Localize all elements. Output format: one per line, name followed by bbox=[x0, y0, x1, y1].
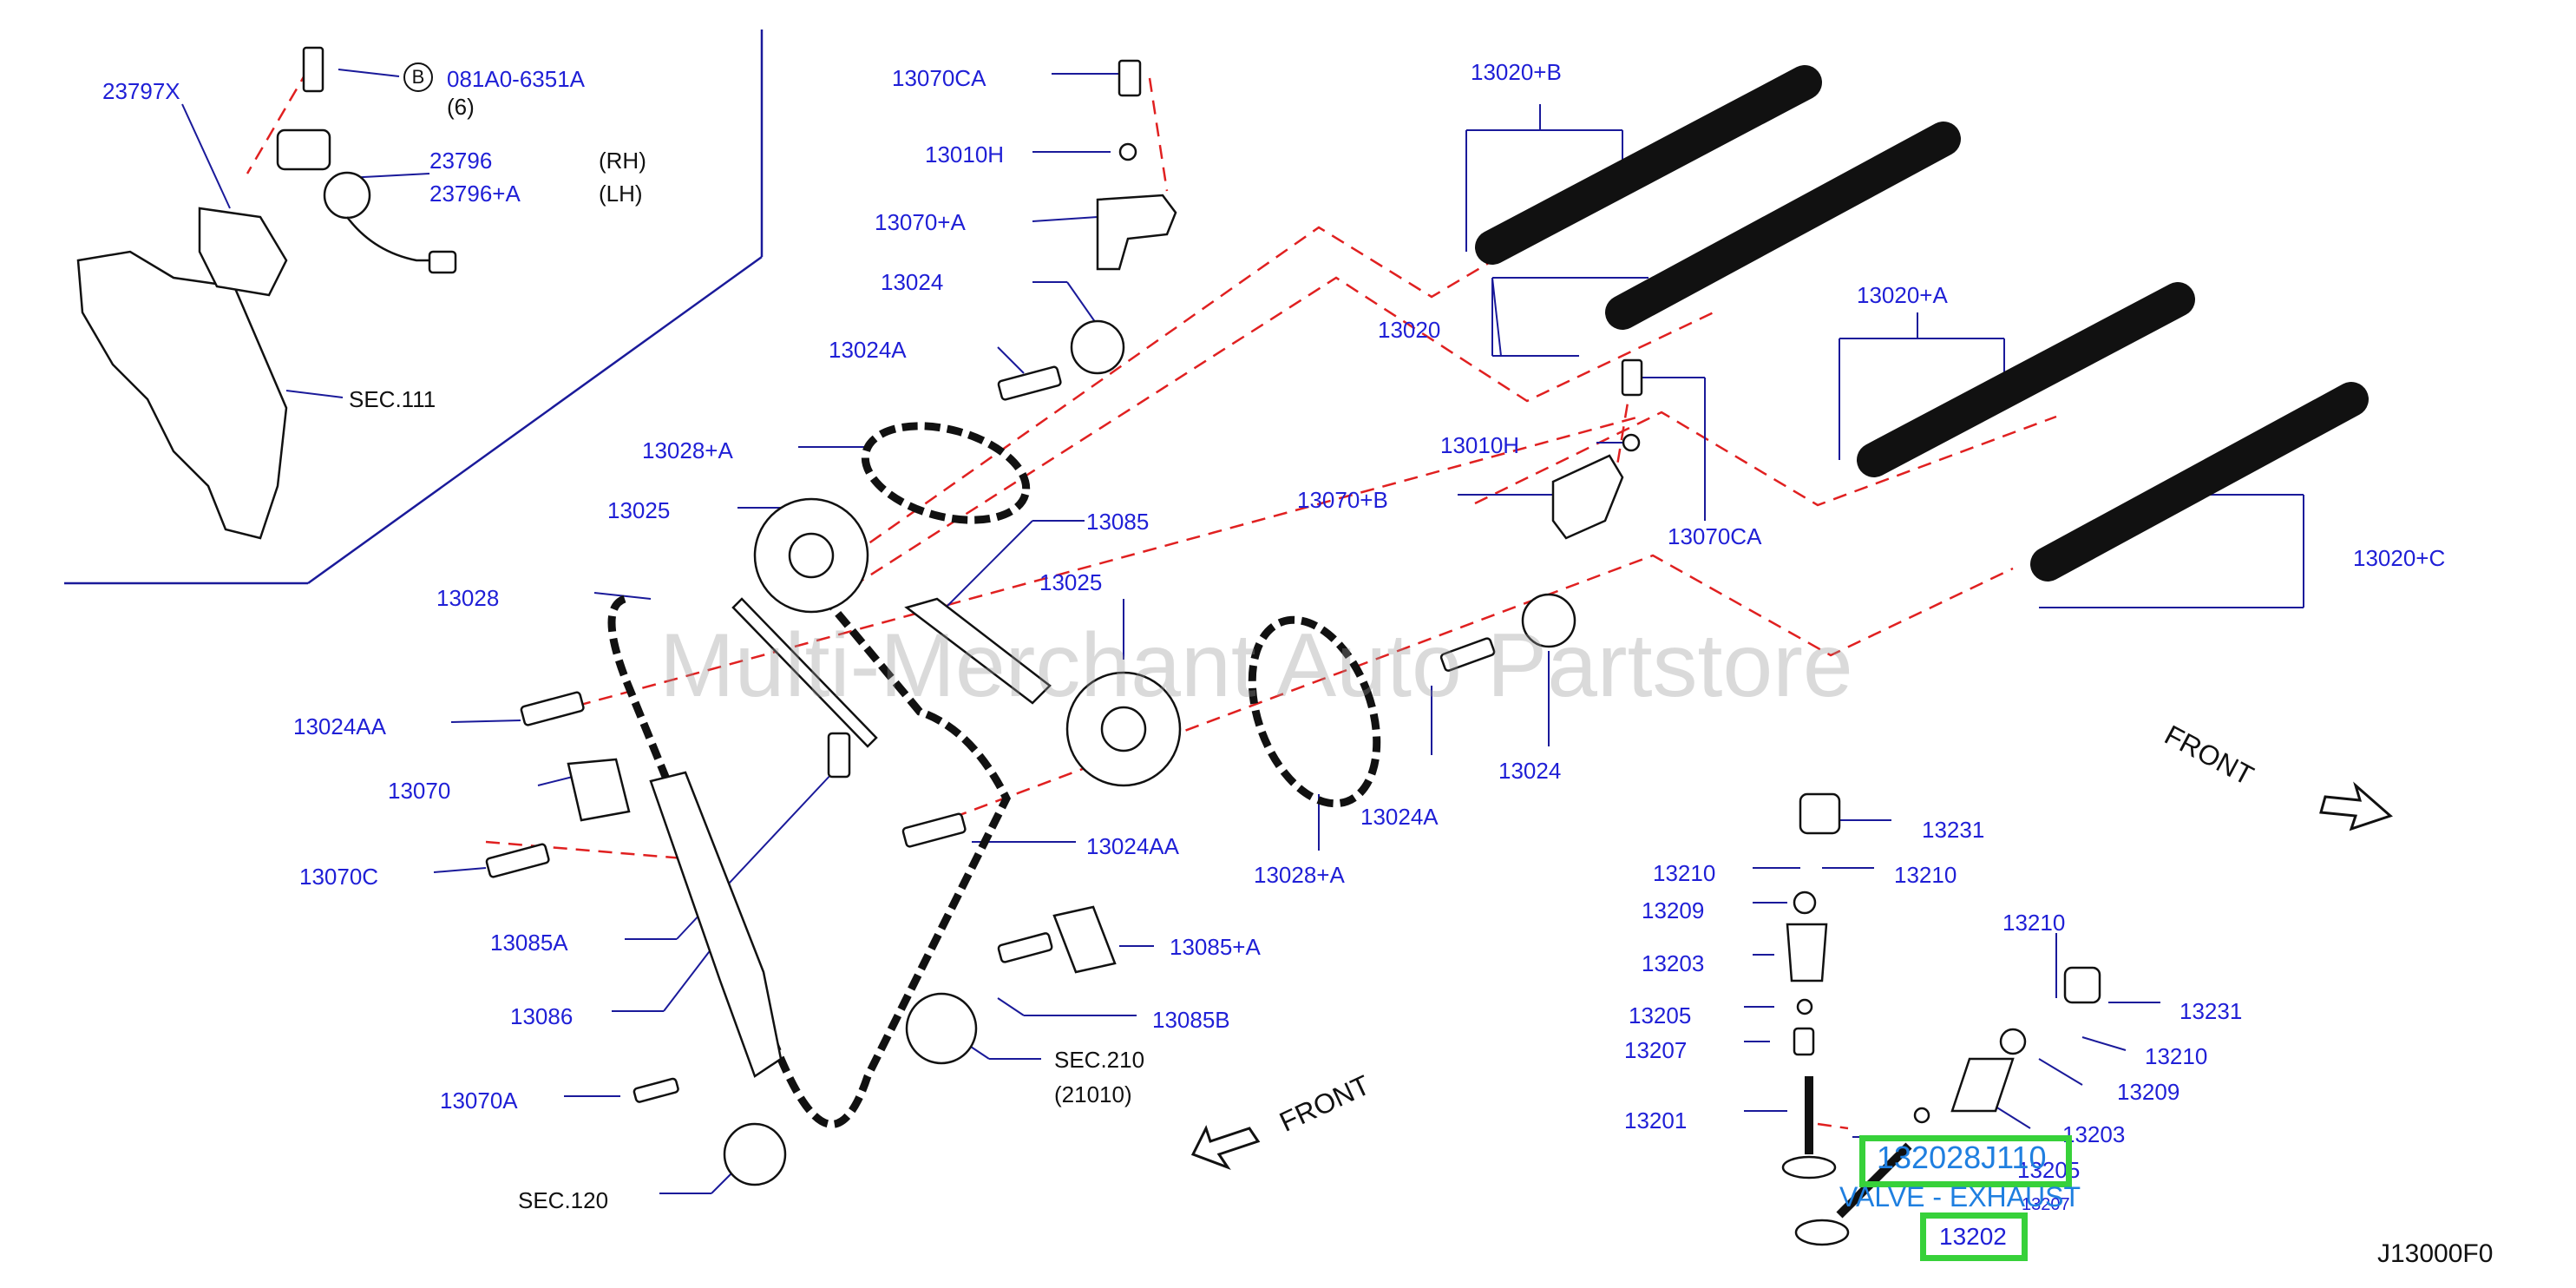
label-bolt-qty: (6) bbox=[447, 94, 475, 120]
label-lh: (LH) bbox=[599, 181, 643, 207]
label-sec120: SEC.120 bbox=[518, 1187, 609, 1213]
highlight-box-13202 bbox=[1920, 1212, 2028, 1261]
watermark: Multi-Merchant Auto Partstore bbox=[659, 615, 1853, 716]
label-13024-bot: 13024 bbox=[1498, 758, 1562, 784]
bolt-symbol-b: B bbox=[403, 62, 433, 92]
diagram-reference-code: J13000F0 bbox=[2377, 1239, 2494, 1268]
label-13085b: 13085B bbox=[1152, 1007, 1230, 1033]
label-23797x: 23797X bbox=[102, 78, 180, 104]
inset-frame bbox=[64, 30, 764, 585]
label-13210-left: 13210 bbox=[1653, 860, 1716, 886]
label-13070a: 13070A bbox=[440, 1088, 518, 1114]
label-13085a: 13085A bbox=[490, 930, 568, 956]
label-13202: 13202 bbox=[1939, 1223, 2007, 1250]
front-arrows bbox=[1190, 781, 2393, 1171]
label-sec210-sub: (21010) bbox=[1054, 1081, 1132, 1107]
label-13010h-top: 13010H bbox=[925, 141, 1005, 168]
label-13028: 13028 bbox=[436, 585, 500, 611]
label-13086: 13086 bbox=[510, 1003, 574, 1029]
label-13028a-bot: 13028+A bbox=[1254, 862, 1345, 888]
label-13024-top: 13024 bbox=[881, 269, 944, 295]
label-23796: 23796 bbox=[429, 148, 493, 174]
label-13028a-top: 13028+A bbox=[642, 437, 733, 463]
label-13010h-mid: 13010H bbox=[1440, 432, 1520, 458]
label-23796a: 23796+A bbox=[429, 181, 521, 207]
label-rh: (RH) bbox=[599, 148, 646, 174]
label-13024aa-left: 13024AA bbox=[293, 713, 386, 739]
label-13070ca-top: 13070CA bbox=[892, 65, 986, 91]
label-13231-bottom: 13231 bbox=[2179, 998, 2243, 1024]
label-13205: 13205 bbox=[1629, 1002, 1692, 1028]
label-13209-bottom: 13209 bbox=[2117, 1079, 2180, 1105]
part-drawings bbox=[76, 46, 2369, 1246]
label-13020: 13020 bbox=[1378, 317, 1441, 343]
highlight-part-desc: VALVE - EXHAUST bbox=[1839, 1181, 2081, 1212]
label-13207: 13207 bbox=[1624, 1037, 1688, 1063]
label-13085a-plus: 13085+A bbox=[1170, 934, 1261, 960]
label-13025-mid: 13025 bbox=[1039, 569, 1103, 595]
label-13231-top: 13231 bbox=[1922, 817, 1985, 843]
label-13024aa-mid: 13024AA bbox=[1086, 833, 1179, 859]
label-13020c: 13020+C bbox=[2353, 545, 2446, 571]
label-sec111: SEC.111 bbox=[349, 386, 436, 412]
label-13207-bottom: 13207 bbox=[2022, 1195, 2070, 1214]
label-13070b: 13070+B bbox=[1297, 487, 1388, 513]
label-sec210: SEC.210 bbox=[1054, 1047, 1145, 1073]
highlight-box-code bbox=[1859, 1135, 2072, 1187]
label-13203-bottom: 13203 bbox=[2062, 1121, 2126, 1147]
label-13203: 13203 bbox=[1642, 950, 1705, 976]
highlight-part-code: 132028J110 bbox=[1877, 1140, 2047, 1175]
label-13070a-plus: 13070+A bbox=[875, 209, 966, 235]
label-13209: 13209 bbox=[1642, 897, 1705, 923]
label-13210-bottom: 13210 bbox=[2002, 910, 2066, 936]
label-13024a-bot: 13024A bbox=[1360, 804, 1439, 830]
label-13020a: 13020+A bbox=[1857, 282, 1948, 308]
label-13070c: 13070C bbox=[299, 864, 379, 890]
label-13085: 13085 bbox=[1086, 509, 1150, 535]
label-13070ca-mid: 13070CA bbox=[1668, 523, 1762, 549]
label-13025-left: 13025 bbox=[607, 497, 671, 523]
label-081a0-6351a: 081A0-6351A bbox=[447, 66, 586, 92]
label-13201: 13201 bbox=[1624, 1107, 1688, 1134]
label-13070: 13070 bbox=[388, 778, 451, 804]
label-13024a-top: 13024A bbox=[829, 337, 907, 363]
label-13210-right: 13210 bbox=[1894, 862, 1957, 888]
label-13210-bottom-2: 13210 bbox=[2145, 1043, 2208, 1069]
leader-lines bbox=[181, 69, 2304, 1194]
label-13020b: 13020+B bbox=[1471, 59, 1562, 85]
